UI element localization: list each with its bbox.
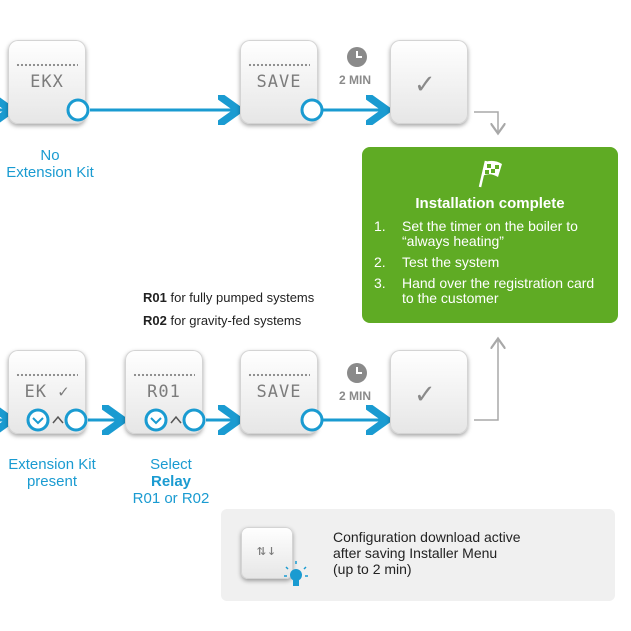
- button-circles-row1: [66, 98, 324, 122]
- display-text: EK ✓: [24, 382, 70, 402]
- clock-icon: [347, 363, 367, 383]
- arrow-row2-to-complete: [474, 340, 498, 421]
- display-dots: [248, 373, 310, 378]
- display-text: SAVE: [256, 72, 302, 92]
- round-button-icon: [182, 408, 206, 432]
- clock-icon: [347, 47, 367, 67]
- display-text: EKX: [30, 72, 64, 92]
- relay-note-r02: R02 for gravity-fed systems: [143, 313, 302, 328]
- timer-label: 2 MIN: [339, 389, 372, 403]
- complete-steps: 1.Set the timer on the boiler to “always…: [374, 219, 608, 312]
- round-button-icon: [300, 408, 324, 432]
- display-dots: [248, 63, 310, 68]
- caption-select-relay: Select Relay R01 or R02: [132, 456, 210, 507]
- list-item: 1.Set the timer on the boiler to “always…: [374, 218, 578, 249]
- display-dots: [133, 373, 195, 378]
- checkmark-icon: ✓: [414, 380, 436, 410]
- caption-extension-kit-present: Extension Kit present: [8, 456, 96, 490]
- timer-label: 2 MIN: [339, 73, 372, 87]
- installation-complete-panel: Installation complete 1.Set the timer on…: [362, 147, 618, 323]
- config-download-panel: ⇅↓ Configuration download active after s…: [221, 509, 615, 601]
- display-dots: [16, 373, 78, 378]
- config-download-icon: ⇅↓: [256, 541, 278, 559]
- display-text: SAVE: [256, 382, 302, 402]
- lightbulb-icon: [284, 561, 308, 586]
- button-circles-row2: [26, 408, 324, 432]
- device-config: ⇅↓: [241, 527, 293, 579]
- device-check-row1: ✓: [390, 40, 468, 124]
- checkered-flag-icon: [478, 160, 502, 188]
- display-dots: [16, 63, 78, 68]
- complete-title: Installation complete: [415, 195, 565, 212]
- chevron-down-button-icon: [144, 408, 168, 432]
- caption-no-extension-kit: No Extension Kit: [6, 147, 94, 181]
- list-item: 2.Test the system: [374, 254, 500, 270]
- display-text: R01: [147, 382, 181, 402]
- chevron-down-button-icon: [26, 408, 50, 432]
- round-button-icon: [300, 98, 324, 122]
- round-button-icon: [66, 98, 90, 122]
- relay-note-r01: R01 for fully pumped systems: [143, 290, 315, 305]
- arrow-row1-to-complete: [474, 111, 498, 132]
- round-button-icon: [64, 408, 88, 432]
- device-check-row2: ✓: [390, 350, 468, 434]
- checkmark-icon: ✓: [414, 70, 436, 100]
- list-item: 3.Hand over the registration card to the…: [374, 275, 595, 306]
- config-text: Configuration download active after savi…: [333, 529, 521, 577]
